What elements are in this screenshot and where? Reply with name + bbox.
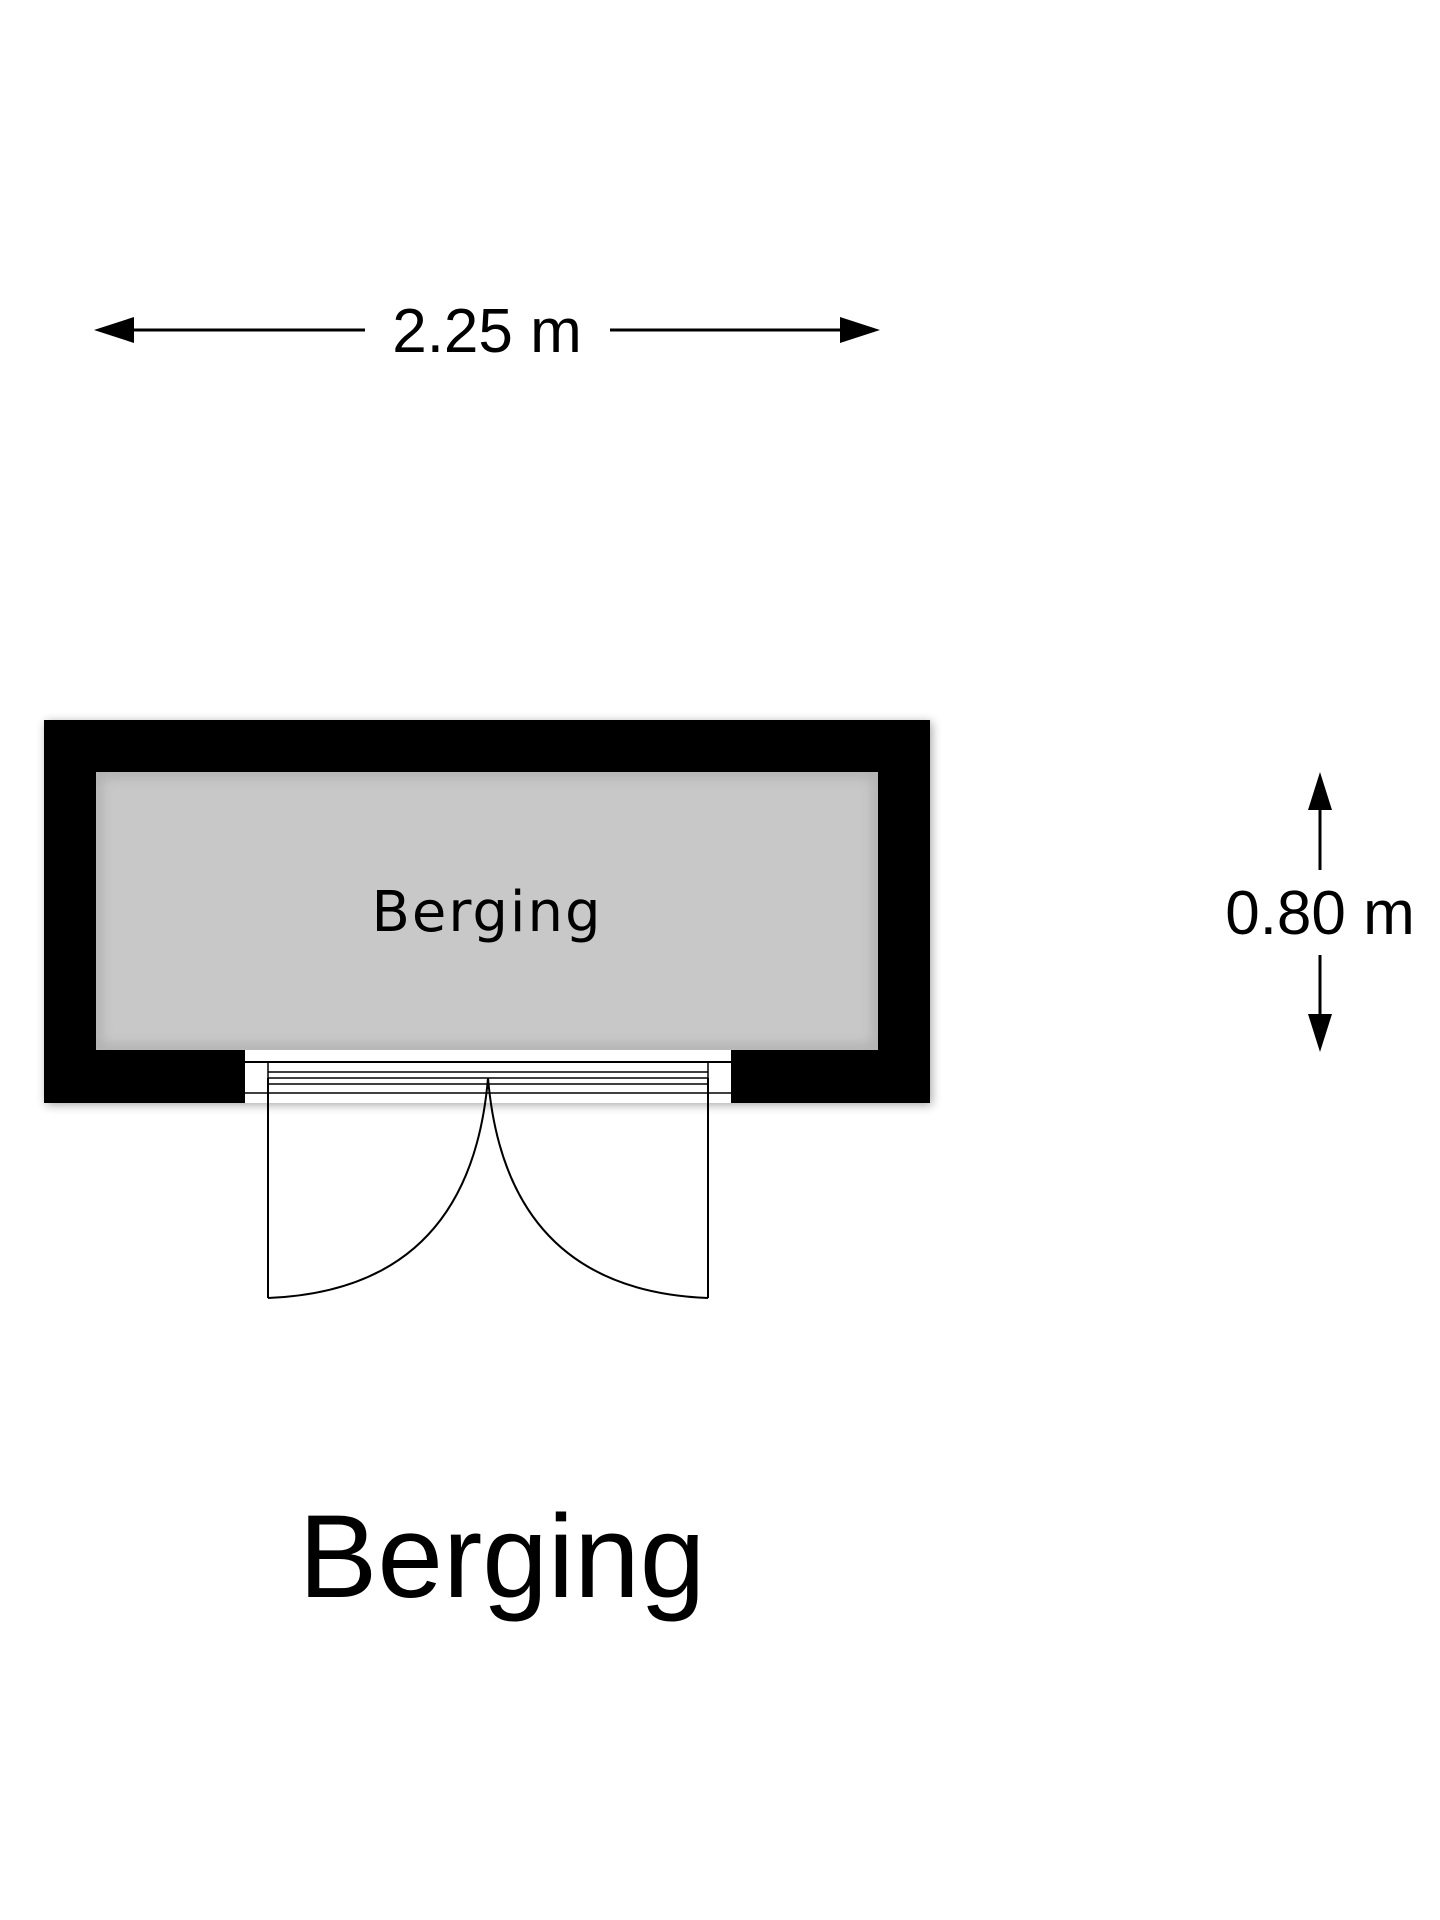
door-swing-left bbox=[267, 1077, 489, 1299]
arrow-down-icon bbox=[1308, 1014, 1332, 1052]
arrow-left-icon bbox=[94, 317, 134, 343]
arrow-right-icon bbox=[840, 317, 880, 343]
floor-title: Berging bbox=[299, 1491, 706, 1623]
room-label: Berging bbox=[371, 880, 602, 945]
width-dimension: 2.25 m bbox=[94, 297, 880, 366]
double-door bbox=[243, 1050, 733, 1299]
arrow-up-icon bbox=[1308, 772, 1332, 810]
depth-dimension-label: 0.80 m bbox=[1225, 879, 1415, 948]
door-opening bbox=[244, 1050, 732, 1103]
floor-fill bbox=[96, 772, 878, 1050]
depth-dimension: 0.80 m bbox=[1225, 772, 1415, 1052]
width-dimension-label: 2.25 m bbox=[392, 297, 582, 366]
door-swing-right bbox=[487, 1077, 709, 1299]
